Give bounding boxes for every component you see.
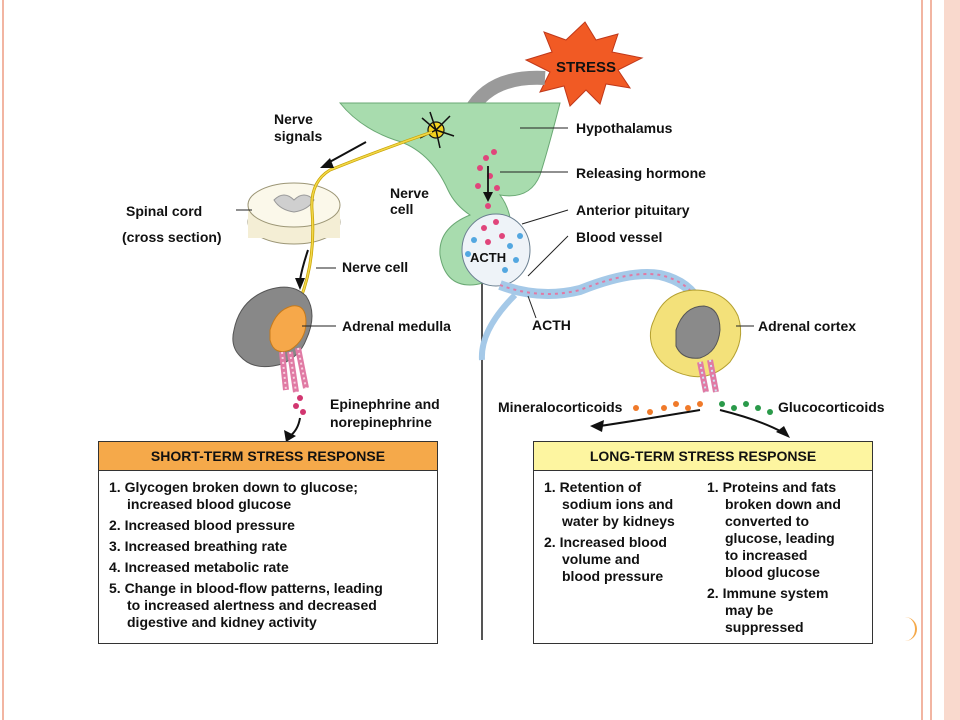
glucocorticoid-dots xyxy=(719,401,773,415)
short-term-item-5-line-1: 5. Change in blood-flow patterns, leadin… xyxy=(109,580,383,596)
spinal-arrow-head-icon xyxy=(295,278,305,290)
releasing-hormone-dots xyxy=(475,149,505,245)
epinephrine-dots xyxy=(293,395,306,415)
nerve-signals-arrow xyxy=(325,141,367,165)
short-term-item-1-line-2: increased blood glucose xyxy=(127,496,292,512)
mineralocorticoids-label: Mineralocorticoids xyxy=(498,399,623,415)
frame-band-right xyxy=(944,0,960,720)
nerve-signals-label-2: signals xyxy=(274,128,322,144)
long-term-box: LONG-TERM STRESS RESPONSE 1. Retention o… xyxy=(533,441,873,644)
adrenal-cortex-label: Adrenal cortex xyxy=(758,318,856,334)
long-term-columns: 1. Retention of sodium ions and water by… xyxy=(534,471,872,640)
long-term-left-1-line-2: sodium ions and xyxy=(562,496,674,512)
medulla-arrow xyxy=(289,417,301,437)
short-term-item-5-line-2: to increased alertness and decreased xyxy=(127,597,377,613)
epinephrine-label-1: Epinephrine and xyxy=(330,396,440,412)
long-term-left-item-1: 1. Retention of sodium ions and water by… xyxy=(544,479,699,530)
slide-nav-marker xyxy=(905,617,917,641)
glucocorticoid-arrow xyxy=(719,409,783,433)
adrenal-medulla-label: Adrenal medulla xyxy=(342,318,451,334)
long-term-right-1-line-5: to increased xyxy=(725,547,808,563)
mineralocorticoid-arrow-head-icon xyxy=(590,420,604,432)
long-term-right-1-line-2: broken down and xyxy=(725,496,841,512)
long-term-right-1-line-6: blood glucose xyxy=(725,564,820,580)
long-term-right-1-line-3: converted to xyxy=(725,513,810,529)
short-term-box: SHORT-TERM STRESS RESPONSE 1. Glycogen b… xyxy=(98,441,438,644)
spinal-cord-label-1: Spinal cord xyxy=(126,203,202,219)
long-term-left-2-line-1: 2. Increased blood xyxy=(544,534,667,550)
adrenal-medulla-icon xyxy=(232,286,313,393)
short-term-item-5-line-3: digestive and kidney activity xyxy=(127,614,317,630)
long-term-right-2-line-1: 2. Immune system xyxy=(707,585,829,601)
acth-pituitary-label: ACTH xyxy=(470,250,506,265)
nerve-cell-top-label-2: cell xyxy=(390,201,413,217)
long-term-right-1-line-4: glucose, leading xyxy=(725,530,835,546)
acth-vessel-label: ACTH xyxy=(532,317,571,333)
nerve-cell-label: Nerve cell xyxy=(342,259,408,275)
medulla-arrow-head-icon xyxy=(284,430,296,442)
long-term-title: LONG-TERM STRESS RESPONSE xyxy=(534,442,872,471)
spinal-arrow xyxy=(299,249,309,281)
long-term-right-list: 1. Proteins and fats broken down and con… xyxy=(703,479,866,640)
nerve-cell-top-label-1: Nerve xyxy=(390,185,429,201)
long-term-right-item-2: 2. Immune system may be suppressed xyxy=(707,585,862,636)
releasing-hormone-label: Releasing hormone xyxy=(576,165,706,181)
long-term-right-item-1: 1. Proteins and fats broken down and con… xyxy=(707,479,862,581)
nerve-signals-arrow-head-icon xyxy=(320,158,334,168)
long-term-left-1-line-3: water by kidneys xyxy=(562,513,675,529)
short-term-title: SHORT-TERM STRESS RESPONSE xyxy=(99,442,437,471)
epinephrine-label-2: norepinephrine xyxy=(330,414,432,430)
stress-label: STRESS xyxy=(556,59,616,76)
long-term-left-2-line-2: volume and xyxy=(562,551,640,567)
spinal-cord-icon xyxy=(247,182,341,245)
long-term-left-item-2: 2. Increased blood volume and blood pres… xyxy=(544,534,699,585)
short-term-item-4: 4. Increased metabolic rate xyxy=(109,559,289,575)
frame-border-left xyxy=(2,0,4,720)
glucocorticoids-label: Glucocorticoids xyxy=(778,399,885,415)
frame-border-right xyxy=(921,0,923,720)
nerve-signals-label-1: Nerve xyxy=(274,111,313,127)
short-term-item-1-line-1: 1. Glycogen broken down to glucose; xyxy=(109,479,358,495)
frame-border-right-2 xyxy=(930,0,932,720)
glucocorticoid-arrow-head-icon xyxy=(776,426,790,438)
mineralocorticoid-arrow xyxy=(599,409,701,427)
blood-vessel-label: Blood vessel xyxy=(576,229,662,245)
acth-dots xyxy=(465,233,523,273)
stress-burst: STRESS xyxy=(524,21,644,107)
short-term-item-1: 1. Glycogen broken down to glucose; incr… xyxy=(109,479,427,513)
long-term-right-2-line-2: may be xyxy=(725,602,774,618)
long-term-left-1-line-1: 1. Retention of xyxy=(544,479,642,495)
spinal-cord-label-2: (cross section) xyxy=(122,229,222,245)
short-term-item-3: 3. Increased breathing rate xyxy=(109,538,288,554)
mineralocorticoid-dots xyxy=(633,401,703,415)
short-term-list: 1. Glycogen broken down to glucose; incr… xyxy=(99,471,437,631)
short-term-item-5: 5. Change in blood-flow patterns, leadin… xyxy=(109,580,427,631)
long-term-right-2-line-3: suppressed xyxy=(725,619,804,635)
hypothalamus-label: Hypothalamus xyxy=(576,120,673,136)
nerve-fiber-inner xyxy=(291,131,433,341)
blood-vessel-branch xyxy=(478,292,518,361)
long-term-left-2-line-3: blood pressure xyxy=(562,568,664,584)
long-term-right-1-line-1: 1. Proteins and fats xyxy=(707,479,837,495)
blood-vessel-dots xyxy=(499,273,701,306)
leader-lines xyxy=(236,127,754,327)
releasing-arrow-head-icon xyxy=(483,192,493,202)
adrenal-cortex-icon xyxy=(649,289,742,393)
long-term-left-list: 1. Retention of sodium ions and water by… xyxy=(540,479,703,640)
short-term-item-2: 2. Increased blood pressure xyxy=(109,517,295,533)
anterior-pituitary-lobe xyxy=(461,213,531,287)
anterior-pituitary-label: Anterior pituitary xyxy=(576,202,690,218)
